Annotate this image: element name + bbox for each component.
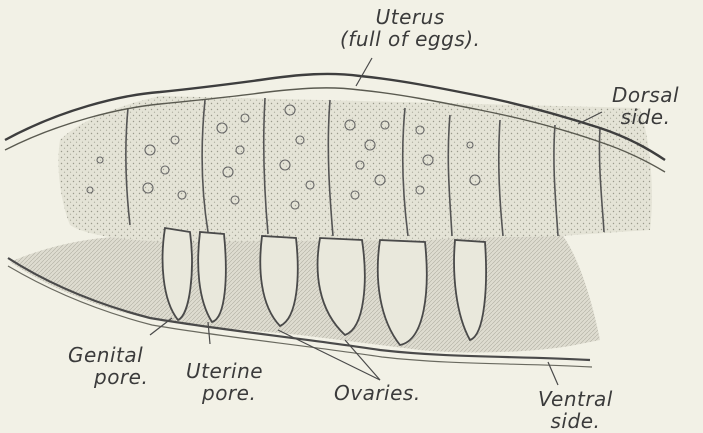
genital-label-line1: Genital	[68, 344, 148, 366]
uterine-label-line2: pore.	[202, 382, 263, 404]
genital-label-line2: pore.	[94, 366, 148, 388]
segments-body	[58, 96, 651, 242]
ventral-side-label: Ventral side.	[538, 388, 613, 432]
uterus-label-line1: Uterus	[340, 6, 480, 28]
uterine-pore-label: Uterine pore.	[186, 360, 263, 404]
dorsal-label-line2: side.	[612, 106, 679, 128]
uterus-label: Uterus (full of eggs).	[340, 6, 480, 50]
uterus-label-line2: (full of eggs).	[340, 28, 480, 50]
ovaries-label-line1: Ovaries.	[334, 382, 421, 404]
ventral-label-line2: side.	[538, 410, 613, 432]
genital-pore-label: Genital pore.	[68, 344, 148, 388]
dorsal-label-line1: Dorsal	[612, 84, 679, 106]
lower-tissue	[10, 232, 600, 352]
dorsal-side-label: Dorsal side.	[612, 84, 679, 128]
ovaries-label: Ovaries.	[334, 382, 421, 404]
uterine-label-line1: Uterine	[186, 360, 263, 382]
ventral-label-line1: Ventral	[538, 388, 613, 410]
ovaries-leader-b	[345, 340, 380, 380]
uterus-leader	[356, 58, 372, 86]
